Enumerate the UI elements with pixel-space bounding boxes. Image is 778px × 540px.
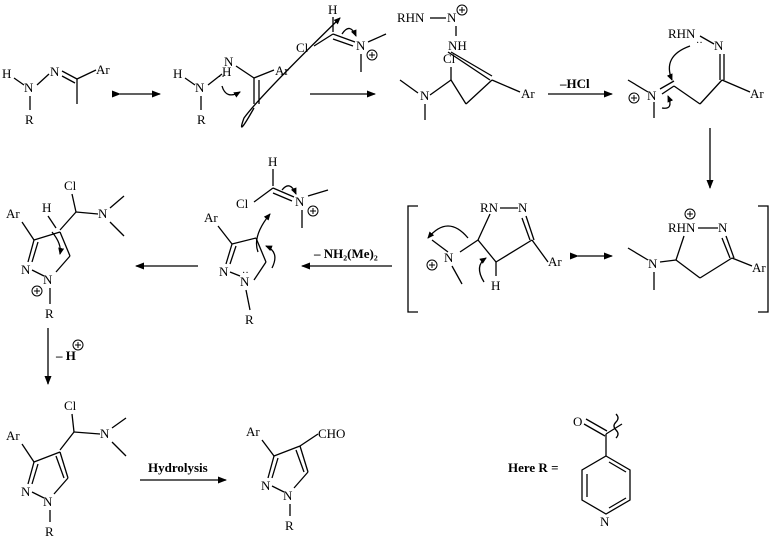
atom-h: H: [268, 154, 277, 169]
r-group-legend: Here R = O N: [508, 413, 631, 529]
atom-ar: Ar: [6, 206, 20, 221]
atom-ar: Ar: [750, 86, 764, 101]
atom-r: R: [25, 112, 34, 127]
condition-minus-h: – H: [55, 348, 76, 363]
positive-charge-icon: [366, 49, 378, 61]
atom-n: N: [224, 54, 234, 69]
pyrazoline-structure-b: RHN N Ar N: [627, 208, 766, 290]
atom-rhn: RHN: [397, 10, 425, 25]
atom-rhn: RHN: [668, 26, 696, 41]
atom-n: N: [261, 478, 271, 493]
pyrazolium-intermediate-structure: Cl N Ar H N N R: [6, 178, 125, 321]
atom-n: N: [518, 200, 528, 215]
atom-ar: Ar: [275, 63, 289, 78]
atom-h: H: [173, 66, 182, 81]
atom-cl: Cl: [64, 398, 77, 413]
atom-ar: Ar: [548, 254, 562, 269]
positive-charge-icon: [684, 208, 696, 220]
atom-cl: Cl: [64, 178, 77, 193]
atom-n: N: [283, 488, 293, 503]
atom-n: N: [295, 194, 305, 209]
atom-n: N: [43, 272, 53, 287]
atom-n: N: [447, 10, 457, 25]
atom-ar: Ar: [521, 86, 535, 101]
chloro-pyrazole-structure: Cl N Ar N N R: [6, 398, 127, 539]
atom-cho: CHO: [318, 426, 345, 441]
atom-n: N: [714, 38, 724, 53]
positive-charge-icon: [31, 285, 43, 297]
atom-n: N: [444, 250, 454, 265]
pyrazole-attack-structure: H Cl N Ar N N ·· R: [204, 154, 329, 327]
pyridine-ring: [581, 455, 631, 515]
ene-hydrazine-structure: H N R H N ·· Ar: [173, 17, 341, 128]
atom-nh: NH: [448, 38, 467, 53]
atom-ar: Ar: [246, 424, 260, 439]
positive-charge-icon: [72, 339, 84, 351]
atom-n: N: [24, 80, 34, 95]
svg-text:··: ··: [242, 268, 249, 279]
atom-ar: Ar: [752, 260, 766, 275]
iminium-intermediate-structure: RHN ·· N Ar N: [627, 26, 764, 118]
atom-n: N: [420, 88, 430, 103]
atom-r: R: [285, 518, 294, 533]
atom-n: N: [219, 264, 229, 279]
atom-n: N: [50, 64, 60, 79]
atom-h: H: [2, 66, 11, 81]
atom-r: R: [45, 306, 54, 321]
atom-ar: Ar: [204, 210, 218, 225]
atom-r: R: [197, 112, 206, 127]
atom-n: N: [98, 206, 108, 221]
atom-h: H: [42, 200, 51, 215]
vilsmeier-reagent: H Cl N: [296, 2, 387, 72]
atom-cl: Cl: [296, 40, 309, 55]
atom-r: R: [45, 524, 54, 539]
atom-n: N: [100, 426, 110, 441]
atom-n: N: [21, 484, 31, 499]
positive-charge-icon: [456, 4, 468, 16]
atom-n: N: [356, 38, 366, 53]
atom-n: N: [240, 274, 250, 289]
resonance-bracket: [407, 205, 769, 313]
atom-n: N: [648, 256, 658, 271]
condition-minus-nhme2: – NH₂(Me)₂: [313, 246, 378, 261]
hydrazone-structure: H N R N Ar: [2, 62, 110, 127]
atom-n: N: [195, 80, 205, 95]
atom-cl: Cl: [236, 196, 249, 211]
atom-n: N: [43, 494, 53, 509]
atom-n: N: [21, 262, 31, 277]
attachment-bond-icon: [613, 413, 619, 439]
condition-minus-hcl: –HCl: [559, 76, 590, 91]
atom-r: R: [245, 312, 254, 327]
condition-hydrolysis: Hydrolysis: [148, 460, 208, 475]
positive-charge-icon: [307, 205, 319, 217]
atom-h: H: [222, 64, 231, 79]
atom-n: N: [718, 220, 728, 235]
atom-n: N: [647, 88, 657, 103]
atom-o: O: [573, 414, 582, 429]
positive-charge-icon: [628, 92, 640, 104]
pyrazoline-structure-a: RN N Ar N H: [426, 200, 562, 293]
atom-rhn-ring: RHN: [668, 220, 696, 235]
svg-text:··: ··: [218, 72, 225, 83]
pyrazole-carbaldehyde-product: Ar CHO N N R: [246, 424, 345, 533]
legend-here-r: Here R =: [508, 460, 558, 475]
svg-text:··: ··: [696, 38, 703, 49]
atom-h: H: [491, 278, 500, 293]
positive-charge-icon: [426, 259, 438, 271]
atom-h: H: [328, 2, 337, 17]
atom-n: N: [600, 514, 610, 529]
atom-ar: Ar: [96, 62, 110, 77]
atom-ar: Ar: [6, 428, 20, 443]
atom-rn: RN: [480, 200, 499, 215]
chloro-adduct-structure: RHN N NH Cl N Ar: [397, 4, 535, 120]
